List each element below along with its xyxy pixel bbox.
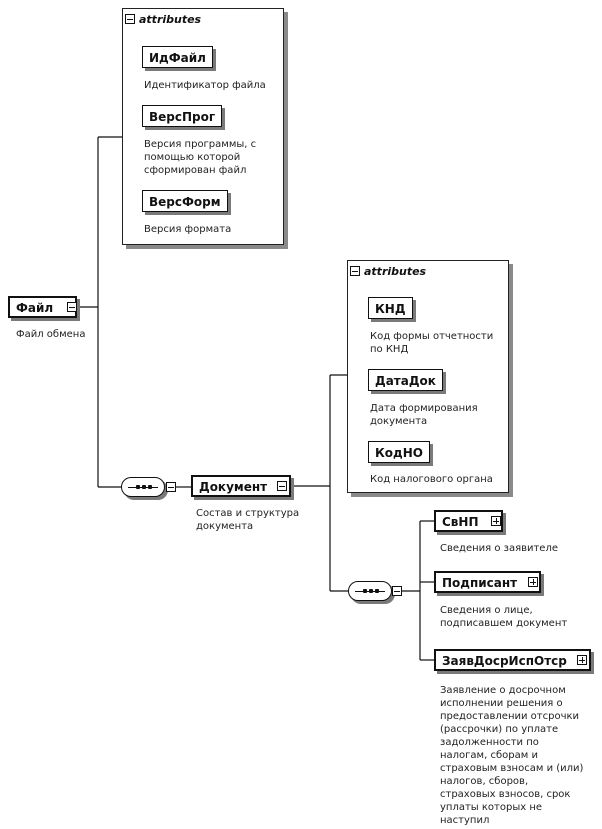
- collapse-icon[interactable]: [125, 14, 135, 24]
- sequence-compositor-icon[interactable]: [348, 581, 392, 601]
- podpisant-expand-icon[interactable]: [528, 577, 538, 587]
- file-element[interactable]: Файл: [8, 296, 78, 318]
- document-desc: Состав и структура документа: [196, 508, 300, 532]
- attr-datadok-desc: Дата формирования документа: [370, 403, 478, 427]
- attr-kodno[interactable]: КодНО: [368, 441, 430, 463]
- svnp-expand-icon[interactable]: [491, 516, 501, 526]
- sequence-collapse-icon[interactable]: [166, 482, 176, 492]
- child-svnp-desc: Сведения о заявителе: [440, 543, 558, 554]
- attr-datadok[interactable]: ДатаДок: [368, 369, 443, 391]
- collapse-icon[interactable]: [350, 266, 360, 276]
- document-collapse-icon[interactable]: [277, 481, 287, 491]
- file-attributes-header[interactable]: attributes: [125, 11, 201, 27]
- child-zayavdosrispotsr[interactable]: ЗаявДосрИспОтср: [434, 649, 591, 671]
- sequence-compositor-icon[interactable]: [121, 477, 165, 497]
- attr-kodno-desc: Код налогового органа: [370, 474, 493, 485]
- file-collapse-icon[interactable]: [67, 302, 77, 312]
- sequence-collapse-icon[interactable]: [392, 586, 402, 596]
- attr-versprog-desc: Версия программы, с помощью которой сфор…: [144, 139, 257, 176]
- file-attributes-title: attributes: [139, 12, 202, 26]
- child-zayavdosrispotsr-desc: Заявление о досрочном исполнении решения…: [440, 685, 584, 826]
- document-element[interactable]: Документ: [191, 475, 292, 497]
- attr-knd-desc: Код формы отчетности по КНД: [370, 331, 494, 355]
- document-attributes-title: attributes: [364, 264, 427, 278]
- attr-versprog[interactable]: ВерсПрог: [142, 105, 223, 127]
- attr-idfile-desc: Идентификатор файла: [144, 80, 266, 91]
- zayavdosrispotsr-expand-icon[interactable]: [577, 655, 587, 665]
- child-podpisant-desc: Сведения о лице, подписавшем документ: [440, 605, 568, 629]
- child-podpisant[interactable]: Подписант: [434, 571, 542, 593]
- attr-versform-desc: Версия формата: [144, 224, 232, 235]
- file-desc: Файл обмена: [16, 329, 86, 340]
- attr-idfile[interactable]: ИдФайл: [142, 46, 213, 68]
- attr-knd[interactable]: КНД: [368, 297, 413, 319]
- attr-versform[interactable]: ВерсФорм: [142, 190, 228, 212]
- child-svnp[interactable]: СвНП: [434, 510, 503, 532]
- document-attributes-header[interactable]: attributes: [350, 263, 426, 279]
